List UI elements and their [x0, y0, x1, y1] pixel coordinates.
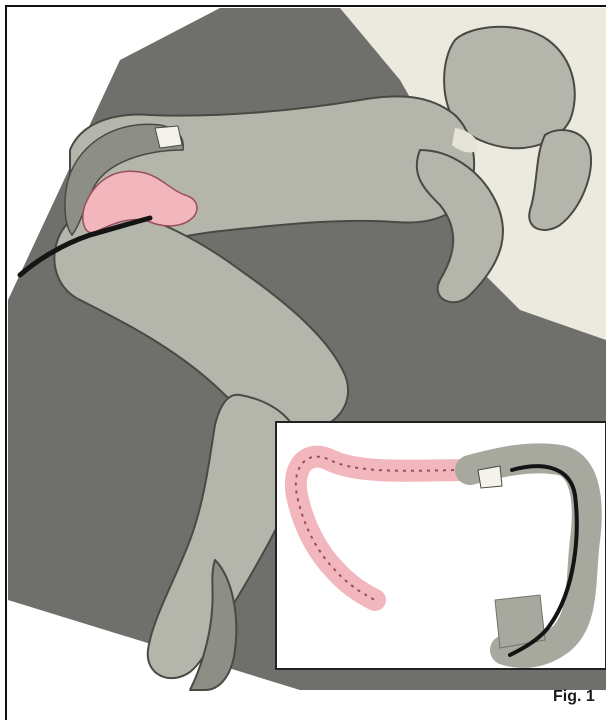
inset-colon-highlight [478, 466, 502, 488]
sigmoid-highlight [155, 126, 182, 148]
figure-caption: Fig. 1 [553, 688, 595, 706]
inset-panel [276, 422, 606, 669]
